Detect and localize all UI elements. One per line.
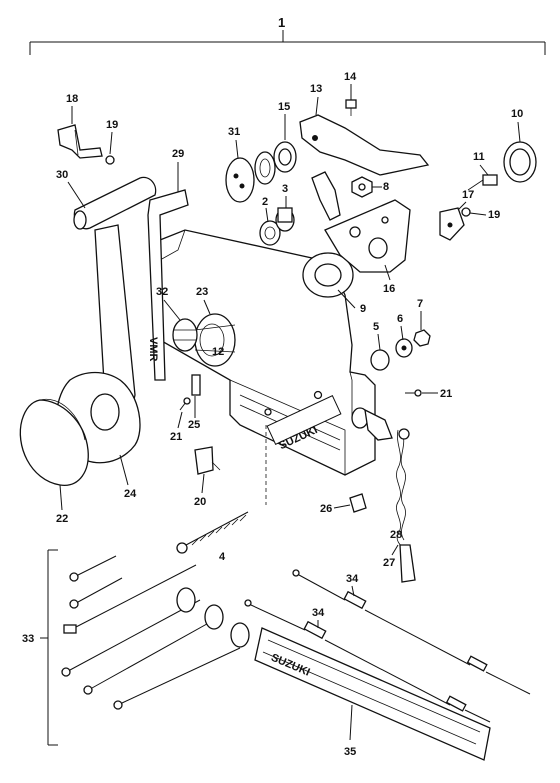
cable-tie-f — [113, 647, 241, 710]
friction-gear-23 — [194, 313, 236, 367]
handle-knob-30 — [73, 176, 157, 230]
callout-24: 24 — [124, 488, 137, 500]
bolt-11 — [467, 174, 498, 191]
callout-21-left: 21 — [170, 431, 182, 443]
callout-28: 28 — [390, 529, 402, 541]
callout-26: 26 — [320, 503, 332, 515]
clip-19-right — [461, 207, 471, 217]
nut-19-left — [105, 155, 115, 165]
cover-plate-9 — [302, 252, 354, 298]
callout-9: 9 — [360, 303, 366, 315]
washer-6 — [395, 338, 413, 358]
cover-plate-35: SUZUKI — [254, 627, 491, 761]
callout-33: 33 — [22, 633, 34, 645]
clip-20 — [194, 446, 221, 475]
callout-21-right: 21 — [440, 388, 452, 400]
cable-34-lower — [244, 599, 491, 723]
callout-15: 15 — [278, 101, 290, 113]
callout-34-upper: 34 — [346, 573, 359, 585]
kit-33-parts — [61, 555, 250, 710]
callout-12: 12 — [212, 346, 224, 358]
cable-tie-c — [63, 564, 197, 634]
callout-19-left: 19 — [106, 119, 118, 131]
nut-8 — [351, 176, 373, 198]
grommet-a — [176, 587, 196, 613]
screw-21-left — [179, 397, 191, 411]
cable-34-upper — [292, 569, 531, 695]
shaft-3 — [275, 207, 295, 232]
grommet-b — [204, 604, 224, 630]
callout-22: 22 — [56, 513, 68, 525]
callout-10: 10 — [511, 108, 523, 120]
cap-ring-10 — [503, 141, 537, 183]
cable-tie-a — [69, 555, 117, 582]
throttle-cam-lever-13 — [299, 114, 430, 176]
callout-20: 20 — [194, 496, 206, 508]
nut-7 — [413, 329, 431, 347]
callout-19-right: 19 — [488, 209, 500, 221]
assembly-bracket-33 — [40, 549, 58, 746]
neutral-lever-29: VMR — [147, 189, 189, 381]
callout-32: 32 — [156, 286, 168, 298]
callout-34-lower: 34 — [312, 607, 325, 619]
callout-18: 18 — [66, 93, 78, 105]
callout-8: 8 — [383, 181, 389, 193]
cable-tie-b — [69, 577, 123, 609]
callout-1: 1 — [278, 15, 285, 30]
callout-6: 6 — [397, 313, 403, 325]
callout-2: 2 — [262, 196, 268, 208]
washer-ring — [254, 151, 276, 185]
cap-26 — [349, 493, 367, 513]
screw-14 — [345, 99, 357, 116]
lever-bolt-18 — [57, 124, 103, 159]
callout-13: 13 — [310, 83, 322, 95]
ratchet-32 — [172, 318, 198, 352]
callout-7: 7 — [417, 298, 423, 310]
callout-23: 23 — [196, 286, 208, 298]
control-handle-24 — [19, 224, 141, 486]
callout-3: 3 — [282, 183, 288, 195]
bushing-15 — [273, 141, 297, 173]
callout-16: 16 — [383, 283, 395, 295]
callout-25: 25 — [188, 419, 200, 431]
stop-switch-lanyard-27 — [351, 407, 416, 583]
long-screw-4 — [176, 511, 249, 554]
screw-21-right — [405, 389, 422, 397]
pin-25 — [191, 374, 201, 396]
callout-29: 29 — [172, 148, 184, 160]
callout-27: 27 — [383, 557, 395, 569]
callout-11: 11 — [473, 151, 485, 163]
callout-4: 4 — [219, 551, 226, 563]
linkage-arm — [311, 171, 411, 273]
callout-31: 31 — [228, 126, 240, 138]
callout-30: 30 — [56, 169, 68, 181]
lever-mark-text: VMR — [147, 337, 159, 362]
callout-14: 14 — [344, 71, 357, 83]
gear-2 — [259, 220, 281, 246]
callout-17: 17 — [462, 189, 474, 201]
callout-35: 35 — [344, 746, 356, 758]
knob-5 — [370, 349, 390, 371]
cable-tie-d — [61, 599, 201, 677]
callout-5: 5 — [373, 321, 379, 333]
assembly-bracket-1 — [29, 30, 546, 55]
cable-tie-e — [83, 619, 215, 695]
gear-plate-31 — [225, 157, 255, 203]
grommet-c — [230, 622, 250, 648]
bracket-17 — [439, 207, 465, 241]
